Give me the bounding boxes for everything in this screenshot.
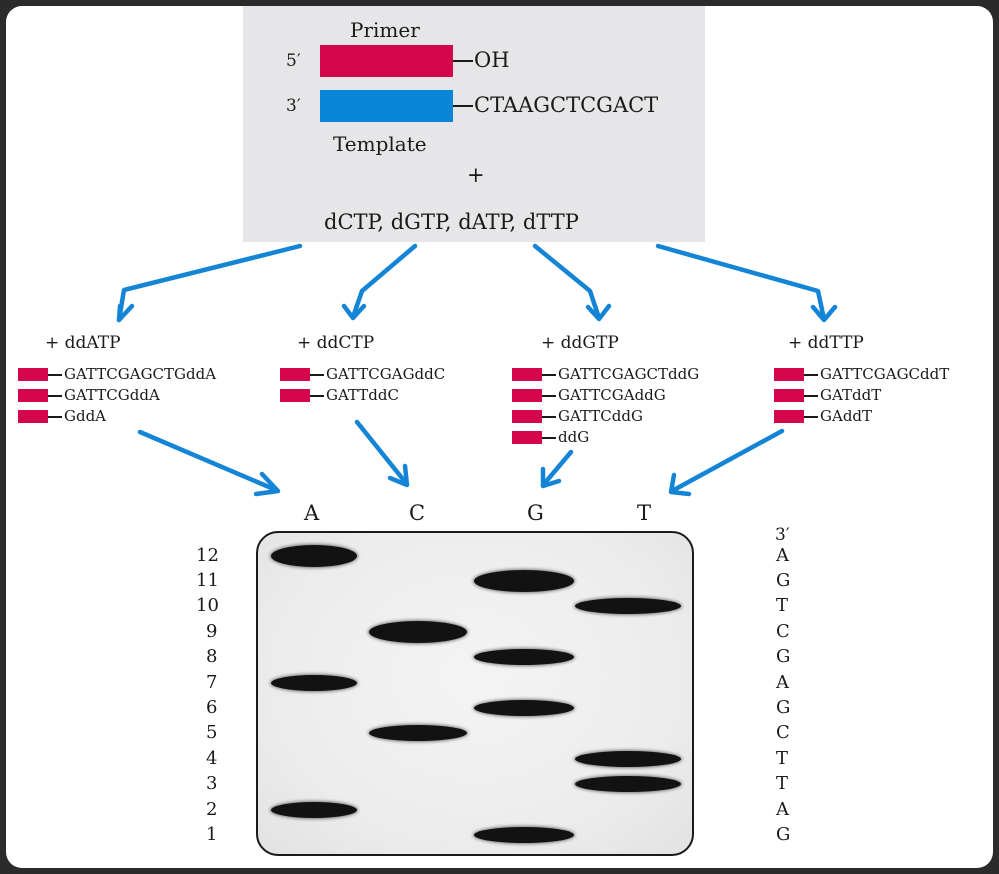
fragment-bond (310, 395, 324, 397)
primer-segment (18, 368, 48, 381)
gel-band (575, 776, 681, 793)
fragment-sequence: GATTCGAddG (558, 386, 666, 404)
fragment-bond (48, 416, 62, 418)
template-sequence: CTAAGCTCGACT (474, 93, 659, 117)
fragment-sequence: ddG (558, 428, 590, 446)
primer-segment (18, 389, 48, 402)
reaction-label: + ddTTP (788, 333, 864, 353)
read-base: G (776, 570, 791, 591)
fragment-sequence: GAddT (820, 407, 873, 425)
fragment-size-number: 2 (206, 798, 218, 820)
template-label: Template (333, 132, 427, 156)
five-prime-label: 5′ (286, 51, 301, 71)
read-base: C (776, 722, 790, 744)
gel-band (474, 700, 574, 716)
lane-label: C (409, 501, 426, 525)
primer-segment (512, 410, 542, 423)
gel-band (575, 598, 681, 615)
lane-label: G (527, 501, 544, 525)
three-prime-label: 3′ (286, 96, 301, 116)
fragment-bond (310, 374, 324, 376)
fragment-size-number: 11 (196, 570, 219, 591)
reaction-label: + ddCTP (297, 333, 375, 353)
lane-label: T (637, 501, 652, 525)
fragment-size-number: 12 (196, 544, 219, 566)
fragment-bond (48, 374, 62, 376)
read-base: T (776, 773, 789, 795)
gel-band (369, 725, 467, 742)
template-bond (453, 105, 473, 107)
fragment-sequence: GATTCGddA (64, 386, 160, 404)
primer-segment (512, 389, 542, 402)
read-base: A (776, 671, 789, 693)
fragment-size-number: 10 (196, 595, 219, 617)
primer-segment (280, 368, 310, 381)
fragment-bond (804, 374, 818, 376)
fragment-sequence: GATTCGAGddC (326, 365, 446, 383)
gel-band (369, 620, 467, 643)
fragment-sequence: GATTCGAGCddT (820, 365, 950, 383)
fragment-size-number: 3 (206, 773, 218, 795)
read-base: G (776, 824, 791, 845)
dntp-list: dCTP, dGTP, dATP, dTTP (324, 210, 579, 234)
lane-label: A (304, 501, 320, 525)
primer-segment (774, 389, 804, 402)
template-strand (320, 90, 453, 122)
fragment-bond (804, 416, 818, 418)
fragment-sequence: GATTddC (326, 386, 399, 404)
gel-band (474, 649, 574, 666)
fragment-size-number: 5 (206, 722, 218, 744)
fragment-size-number: 1 (206, 824, 218, 845)
primer-segment (512, 368, 542, 381)
read-three-prime: 3′ (775, 525, 790, 545)
read-base: T (776, 595, 789, 617)
fragment-sequence: GATddT (820, 386, 882, 404)
primer-bond (453, 60, 473, 62)
fragment-bond (48, 395, 62, 397)
gel-band (474, 827, 574, 843)
primer-strand (320, 45, 453, 77)
gel-band (575, 750, 681, 767)
reaction-label: + ddATP (45, 333, 121, 353)
primer-segment (18, 410, 48, 423)
read-base: A (776, 544, 789, 566)
primer-segment (512, 431, 542, 444)
plus-sign: + (467, 163, 485, 187)
fragment-size-number: 6 (206, 697, 218, 718)
fragment-size-number: 8 (206, 646, 218, 668)
fragment-bond (542, 437, 556, 439)
fragment-bond (542, 395, 556, 397)
fragment-bond (804, 395, 818, 397)
reaction-mix-box (243, 6, 705, 242)
primer-segment (280, 389, 310, 402)
primer-segment (774, 368, 804, 381)
fragment-sequence: GATTCGAGCTGddA (64, 365, 217, 383)
primer-label: Primer (350, 18, 420, 42)
fragment-size-number: 7 (206, 671, 218, 693)
reaction-label: + ddGTP (541, 333, 619, 353)
read-base: C (776, 620, 790, 642)
read-base: G (776, 646, 791, 668)
fragment-bond (542, 374, 556, 376)
fragment-size-number: 9 (206, 620, 218, 642)
gel-band (474, 570, 574, 592)
gel-band (271, 674, 357, 691)
primer-segment (774, 410, 804, 423)
fragment-size-number: 4 (206, 747, 218, 769)
primer-oh-end: OH (474, 48, 510, 72)
fragment-bond (542, 416, 556, 418)
read-base: G (776, 697, 791, 718)
read-base: A (776, 798, 789, 820)
fragment-sequence: GATTCGAGCTddG (558, 365, 700, 383)
gel-band (271, 801, 357, 818)
gel-band (271, 544, 357, 567)
fragment-sequence: GddA (64, 407, 107, 425)
read-base: T (776, 747, 789, 769)
fragment-sequence: GATTCddG (558, 407, 643, 425)
